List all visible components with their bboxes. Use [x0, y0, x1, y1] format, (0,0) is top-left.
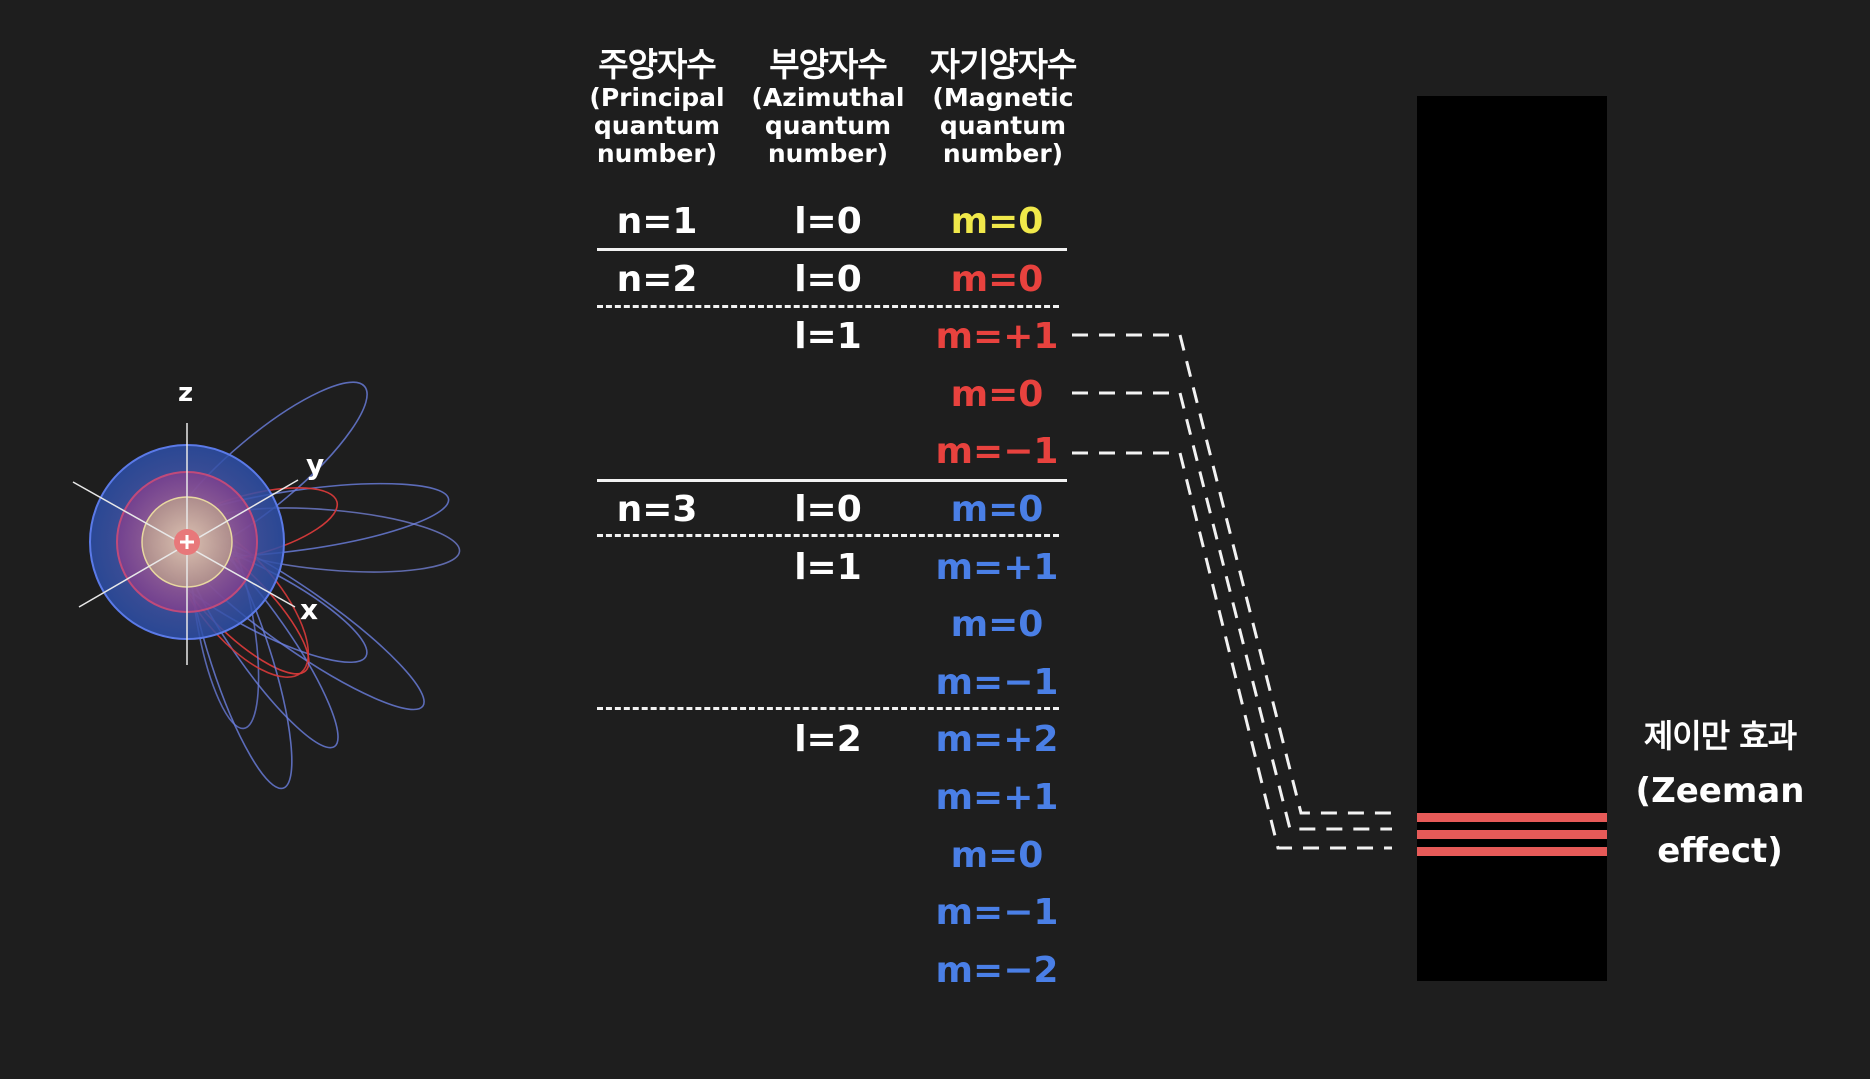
cell-m: m=−1	[935, 892, 1059, 933]
zeeman-effect-label: 제이만 효과 (Zeeman effect)	[1610, 712, 1830, 880]
axis-label-z: z	[178, 378, 194, 408]
cell-m: m=−1	[935, 662, 1059, 703]
cell-l: l=2	[794, 719, 862, 760]
header-magnetic: 자기양자수 (Magnetic quantum number)	[908, 46, 1098, 168]
cell-n: n=1	[616, 201, 698, 242]
header-azimuthal-ko: 부양자수	[769, 45, 887, 84]
cell-n: n=2	[616, 259, 698, 300]
cell-m: m=0	[950, 201, 1044, 242]
cell-n: n=3	[616, 489, 698, 530]
divider-n2-n3	[597, 479, 1067, 482]
cell-m: m=−2	[935, 950, 1059, 991]
cell-l: l=0	[794, 201, 862, 242]
cell-m: m=0	[950, 259, 1044, 300]
divider-n1-n2	[597, 248, 1067, 251]
divider-n2-l0-l1	[597, 305, 1059, 308]
cell-m: m=0	[950, 374, 1044, 415]
cell-m: m=+2	[935, 719, 1059, 760]
cell-m: m=0	[950, 604, 1044, 645]
divider-n3-l0-l1	[597, 534, 1059, 537]
cell-l: l=0	[794, 259, 862, 300]
zeeman-label-ko: 제이만 효과	[1643, 717, 1797, 755]
header-azimuthal: 부양자수 (Azimuthal quantum number)	[733, 46, 923, 168]
atom-illustration	[72, 381, 461, 790]
header-principal: 주양자수 (Principal quantum number)	[562, 46, 752, 168]
cell-m: m=+1	[935, 316, 1059, 357]
divider-n3-l1-l2	[597, 707, 1059, 710]
cell-l: l=1	[794, 316, 862, 357]
spectral-line-3	[1417, 847, 1607, 856]
cell-m: m=0	[950, 489, 1044, 530]
cell-l: l=0	[794, 489, 862, 530]
cell-l: l=1	[794, 547, 862, 588]
zeeman-label-en2: effect)	[1657, 831, 1783, 871]
cell-m: m=+1	[935, 777, 1059, 818]
header-principal-ko: 주양자수	[598, 45, 716, 84]
cell-m: m=+1	[935, 547, 1059, 588]
header-magnetic-ko: 자기양자수	[929, 45, 1078, 84]
cell-m: m=−1	[935, 431, 1059, 472]
spectral-line-1	[1417, 813, 1607, 822]
spectral-line-2	[1417, 830, 1607, 839]
cell-m: m=0	[950, 835, 1044, 876]
axis-label-y: y	[306, 448, 325, 481]
zeeman-label-en1: (Zeeman	[1635, 771, 1805, 811]
axis-label-x: x	[300, 593, 319, 626]
plus-icon	[180, 535, 194, 549]
